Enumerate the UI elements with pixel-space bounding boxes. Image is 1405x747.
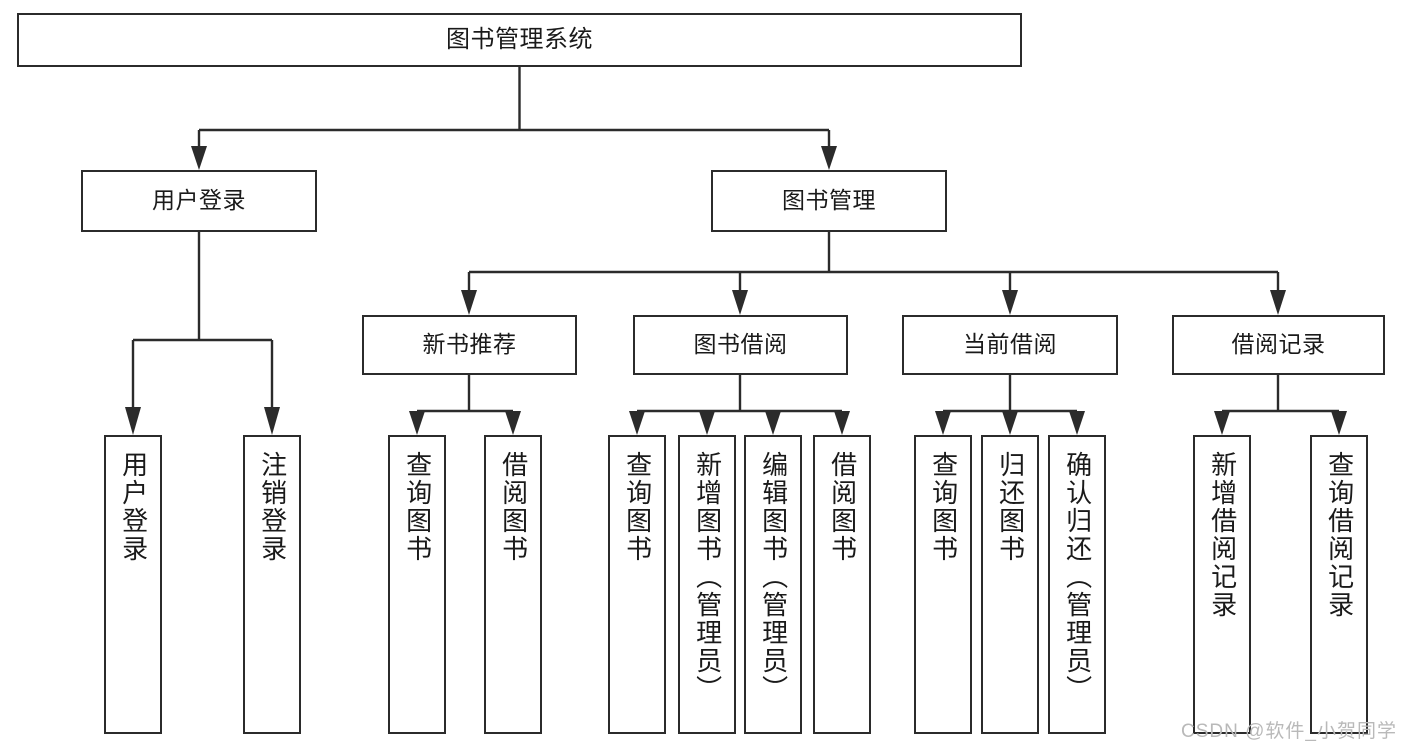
- leaf-logout[interactable]: 注销登录: [243, 435, 301, 734]
- leaf-logout-label: 注销登录: [257, 451, 288, 563]
- leaf-borrow-book-1-label: 借阅图书: [498, 451, 529, 563]
- node-root[interactable]: 图书管理系统: [17, 13, 1022, 67]
- arrow-cb-c1: [935, 411, 951, 435]
- node-book-borrow[interactable]: 图书借阅: [633, 315, 848, 375]
- leaf-borrow-book-2-label: 借阅图书: [827, 451, 858, 563]
- leaf-add-book-label: 新增图书（管理员）: [692, 451, 723, 703]
- node-new-book-rec[interactable]: 新书推荐: [362, 315, 577, 375]
- arrow-br-c1: [1214, 411, 1230, 435]
- csdn-watermark: CSDN @软件_小贺同学: [1181, 721, 1397, 742]
- leaf-query-book-3-label: 查询图书: [928, 451, 959, 563]
- leaf-return-book-label: 归还图书: [995, 451, 1026, 563]
- leaf-add-record[interactable]: 新增借阅记录: [1193, 435, 1251, 734]
- arrow-user-login-l1: [125, 407, 141, 435]
- leaf-add-book[interactable]: 新增图书（管理员）: [678, 435, 736, 734]
- leaf-query-book-2[interactable]: 查询图书: [608, 435, 666, 734]
- leaf-borrow-book-2[interactable]: 借阅图书: [813, 435, 871, 734]
- leaf-query-book-1[interactable]: 查询图书: [388, 435, 446, 734]
- arrow-nb-c1: [409, 411, 425, 435]
- node-user-login-label: 用户登录: [152, 187, 246, 214]
- leaf-query-record[interactable]: 查询借阅记录: [1310, 435, 1368, 734]
- leaf-user-login-label: 用户登录: [118, 451, 149, 563]
- leaf-add-record-label: 新增借阅记录: [1207, 451, 1238, 619]
- arrow-bm-to-book-borrow: [732, 290, 748, 315]
- arrow-root-to-book-manage: [821, 146, 837, 170]
- leaf-confirm-return-label: 确认归还（管理员）: [1062, 451, 1093, 703]
- leaf-user-login[interactable]: 用户登录: [104, 435, 162, 734]
- node-borrow-record[interactable]: 借阅记录: [1172, 315, 1385, 375]
- arrow-root-to-user-login: [191, 146, 207, 170]
- leaf-query-record-label: 查询借阅记录: [1324, 451, 1355, 619]
- node-current-borrow[interactable]: 当前借阅: [902, 315, 1118, 375]
- node-book-borrow-label: 图书借阅: [693, 331, 788, 358]
- arrow-bb-c4: [834, 411, 850, 435]
- node-book-manage[interactable]: 图书管理: [711, 170, 947, 232]
- node-book-manage-label: 图书管理: [782, 187, 876, 214]
- leaf-edit-book-label: 编辑图书（管理员）: [758, 451, 789, 703]
- leaf-edit-book[interactable]: 编辑图书（管理员）: [744, 435, 802, 734]
- arrow-nb-c2: [505, 411, 521, 435]
- leaf-query-book-1-label: 查询图书: [402, 451, 433, 563]
- leaf-borrow-book-1[interactable]: 借阅图书: [484, 435, 542, 734]
- arrow-cb-c3: [1069, 411, 1085, 435]
- arrow-br-c2: [1331, 411, 1347, 435]
- leaf-query-book-2-label: 查询图书: [622, 451, 653, 563]
- arrow-cb-c2: [1002, 411, 1018, 435]
- node-borrow-record-label: 借阅记录: [1231, 331, 1326, 358]
- node-user-login[interactable]: 用户登录: [81, 170, 317, 232]
- arrow-user-login-l2: [264, 407, 280, 435]
- arrow-bb-c2: [699, 411, 715, 435]
- node-root-label: 图书管理系统: [446, 25, 593, 53]
- leaf-query-book-3[interactable]: 查询图书: [914, 435, 972, 734]
- arrow-bm-to-borrow-record: [1270, 290, 1286, 315]
- arrow-bm-to-current-borrow: [1002, 290, 1018, 315]
- node-current-borrow-label: 当前借阅: [963, 331, 1057, 358]
- leaf-return-book[interactable]: 归还图书: [981, 435, 1039, 734]
- arrow-bb-c1: [629, 411, 645, 435]
- arrow-bb-c3: [765, 411, 781, 435]
- node-new-book-rec-label: 新书推荐: [422, 331, 517, 358]
- leaf-confirm-return[interactable]: 确认归还（管理员）: [1048, 435, 1106, 734]
- arrow-bm-to-new-book: [461, 290, 477, 315]
